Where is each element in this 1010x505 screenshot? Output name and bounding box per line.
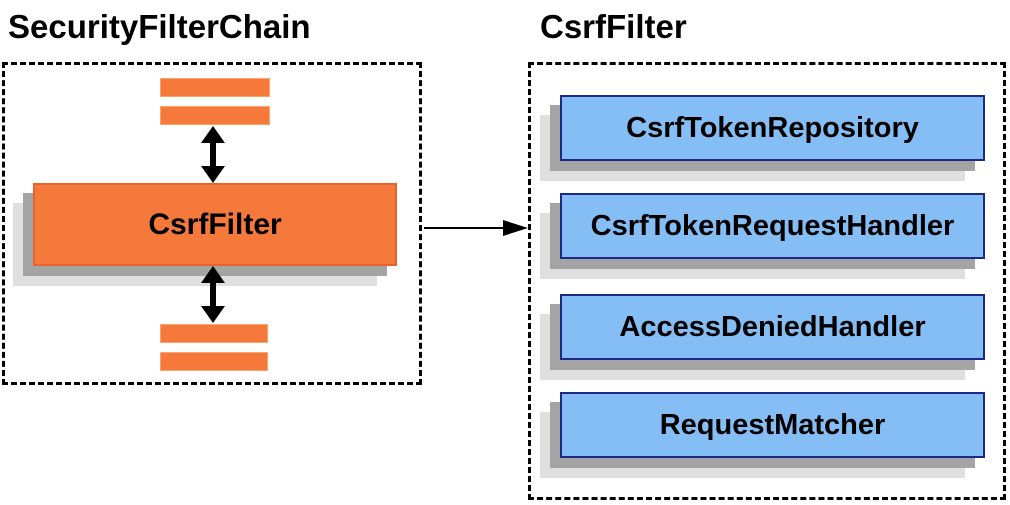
- component-node-label: AccessDeniedHandler: [619, 310, 926, 343]
- component-node-label: RequestMatcher: [659, 408, 886, 441]
- filter-placeholder-bar: [160, 324, 268, 343]
- security-filter-chain-title: SecurityFilterChain: [8, 8, 311, 45]
- component-node-label: CsrfTokenRepository: [626, 111, 919, 144]
- security-filter-chain-container: [2, 62, 422, 385]
- csrf-filter-container: [528, 62, 1006, 500]
- filter-placeholder-bar: [160, 352, 268, 371]
- filter-placeholder-bar: [160, 106, 270, 125]
- arrow-right-icon: [424, 219, 528, 237]
- csrf-token-repository-node: CsrfTokenRepository: [560, 95, 985, 161]
- csrf-token-request-handler-node: CsrfTokenRequestHandler: [560, 193, 985, 259]
- component-node-label: CsrfTokenRequestHandler: [590, 209, 955, 242]
- bidirectional-arrow-icon: [200, 266, 226, 323]
- filter-placeholder-bar: [160, 78, 270, 97]
- access-denied-handler-node: AccessDeniedHandler: [560, 294, 985, 360]
- csrf-filter-node: CsrfFilter: [33, 183, 397, 266]
- csrf-filter-node-label: CsrfFilter: [148, 207, 282, 241]
- request-matcher-node: RequestMatcher: [560, 392, 985, 458]
- bidirectional-arrow-icon: [200, 126, 226, 183]
- csrf-filter-title: CsrfFilter: [540, 8, 687, 45]
